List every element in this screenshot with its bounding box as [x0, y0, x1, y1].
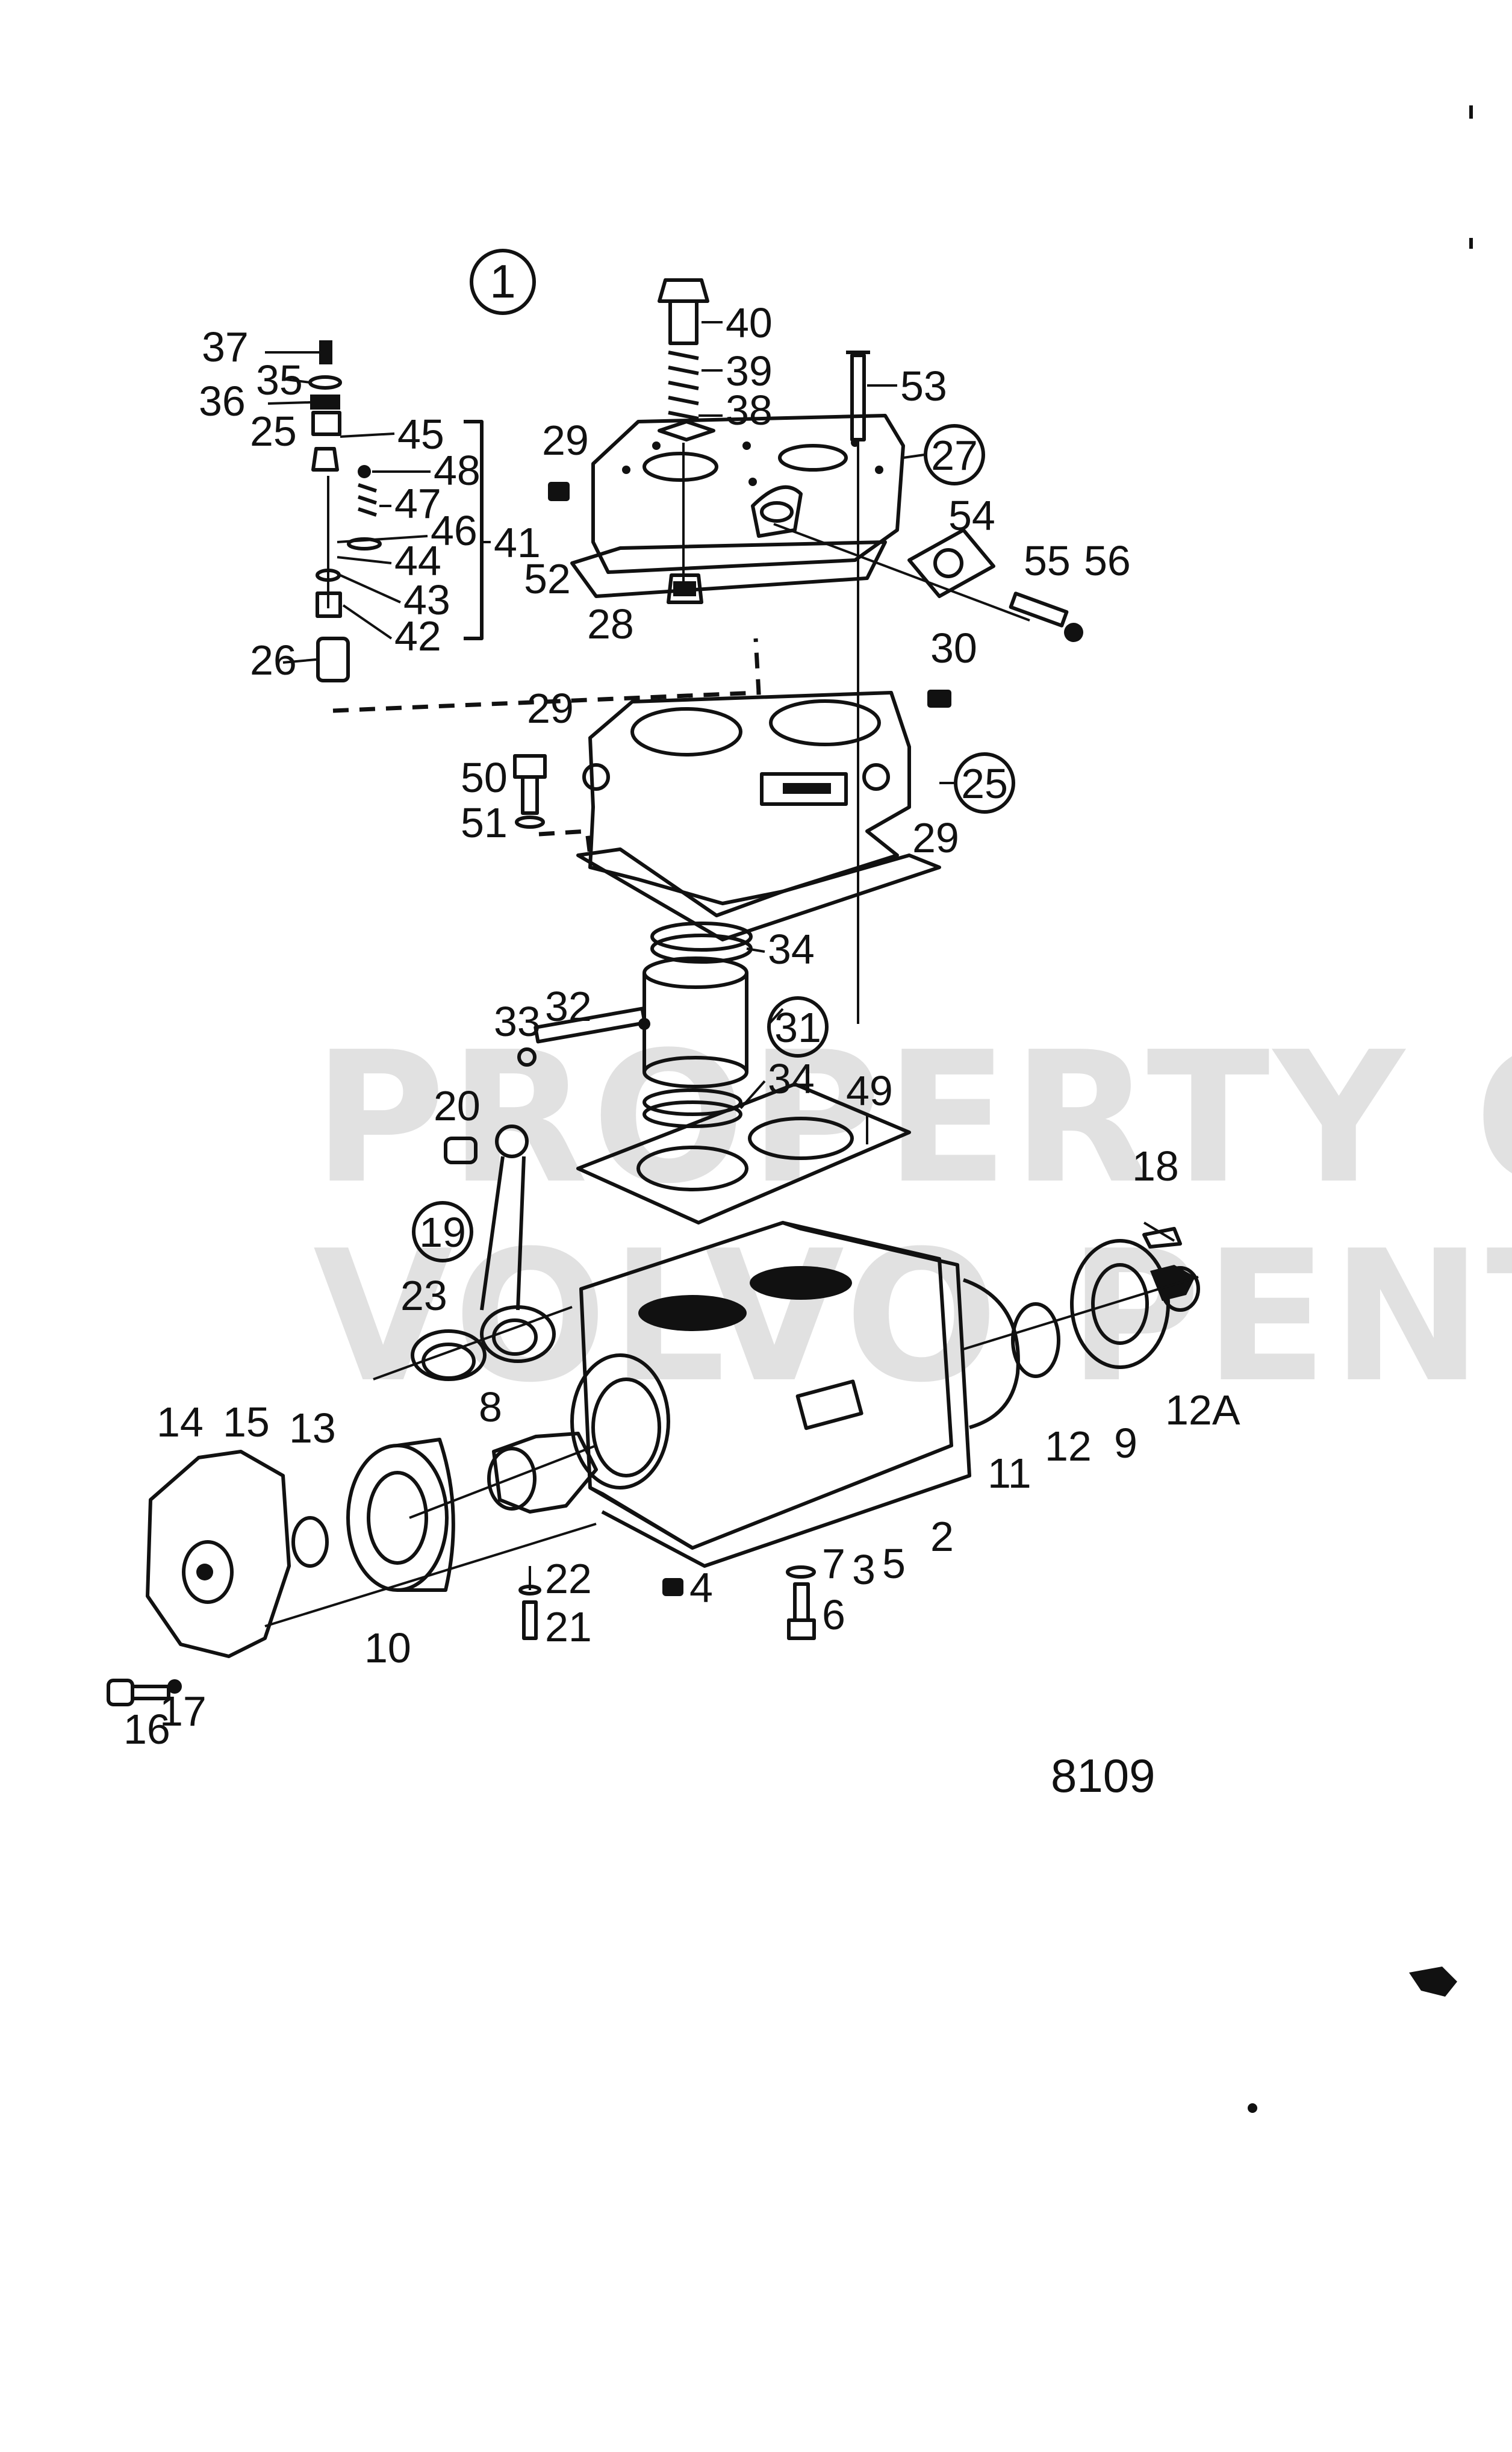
callout-11: 11 — [988, 1450, 1031, 1497]
watermark-line-1: PROPERTY OF — [313, 1013, 1512, 1223]
part-drawings — [107, 278, 1200, 1706]
crankshaft — [409, 1432, 598, 1519]
callout-41: 41 — [494, 519, 541, 566]
callout-38: 38 — [726, 387, 773, 434]
callout-12: 12 — [1045, 1423, 1092, 1470]
callout-labels: 40 39 38 53 27 29 37 35 36 25 45 48 47 4… — [123, 299, 1240, 1753]
callout-17: 17 — [160, 1688, 207, 1735]
callout-23: 23 — [400, 1272, 447, 1319]
callout-44: 44 — [394, 537, 441, 584]
bolt-6 — [786, 1565, 816, 1640]
callout-39: 39 — [726, 348, 773, 395]
base-gasket — [576, 1082, 911, 1224]
unloader-bolt — [658, 278, 715, 590]
drawing-number: 8109 — [1051, 1749, 1156, 1802]
callout-9: 9 — [1114, 1420, 1137, 1467]
callout-7: 7 — [822, 1540, 845, 1587]
callout-28: 28 — [587, 601, 634, 647]
callout-19-circle: 19 — [412, 1201, 473, 1262]
nut-28 — [667, 573, 703, 604]
callout-45: 45 — [397, 411, 444, 458]
callout-15: 15 — [223, 1399, 270, 1446]
end-cover — [146, 1450, 597, 1658]
callout-29-top: 29 — [542, 417, 589, 464]
o-ring-13 — [291, 1516, 329, 1568]
main-bearing-front — [346, 1438, 455, 1592]
callout-30: 30 — [930, 625, 977, 672]
callout-18: 18 — [1132, 1143, 1179, 1190]
callout-2: 2 — [930, 1513, 954, 1560]
callout-49: 49 — [846, 1067, 893, 1114]
callout-6: 6 — [822, 1591, 845, 1638]
callout-43: 43 — [403, 576, 450, 623]
callout-25-top: 25 — [250, 408, 297, 455]
callout-14: 14 — [157, 1399, 204, 1446]
callout-32: 32 — [545, 983, 592, 1030]
callout-50: 50 — [461, 754, 508, 801]
callout-37: 37 — [202, 323, 249, 370]
long-bolt-53 — [846, 351, 870, 1024]
callout-33: 33 — [494, 998, 541, 1045]
callout-34-top: 34 — [768, 926, 815, 973]
callout-27: 27 — [931, 432, 978, 479]
callout-53: 53 — [900, 363, 947, 410]
callout-47: 47 — [394, 480, 441, 527]
callout-22: 22 — [545, 1555, 592, 1602]
cylinder-block — [576, 690, 951, 941]
callout-12A: 12A — [1165, 1387, 1240, 1433]
watermark: PROPERTY OF VOLVO PENTA — [313, 1013, 1512, 1422]
callout-55: 55 — [1024, 537, 1071, 584]
callout-10: 10 — [364, 1624, 411, 1671]
callout-27-circle: 27 — [924, 424, 985, 485]
callout-13: 13 — [289, 1405, 336, 1452]
callout-29-mid: 29 — [527, 685, 574, 732]
callout-42: 42 — [394, 613, 441, 660]
rear-bearing-group — [963, 1227, 1200, 1429]
callout-3: 3 — [852, 1546, 876, 1593]
leader-lines — [265, 321, 1175, 1242]
callout-8: 8 — [479, 1384, 502, 1430]
watermark-line-2: VOLVO PENTA — [313, 1212, 1512, 1422]
callout-26: 26 — [250, 637, 297, 684]
nut-4 — [662, 1578, 683, 1596]
dashed-leader — [332, 638, 761, 713]
callout-52: 52 — [524, 555, 571, 602]
callout-54: 54 — [948, 492, 995, 539]
callout-31-circle: 31 — [767, 996, 829, 1058]
bolt-21 — [518, 1566, 541, 1640]
figure-marker-label: 1 — [490, 255, 515, 308]
flange-gasket — [773, 523, 1083, 642]
callout-31: 31 — [774, 1004, 821, 1051]
callout-51: 51 — [461, 799, 508, 846]
callout-19: 19 — [419, 1209, 466, 1256]
callout-25-circle: 25 — [954, 752, 1015, 814]
callout-48: 48 — [434, 447, 481, 494]
callout-25-block: 25 — [961, 760, 1008, 807]
callout-5: 5 — [882, 1540, 906, 1587]
bolt-16 — [107, 1679, 182, 1706]
callout-40: 40 — [726, 299, 773, 346]
scan-marks — [1248, 105, 1473, 2113]
callout-34-bottom: 34 — [768, 1055, 815, 1102]
crankcase — [570, 1221, 971, 1568]
cylinder-head — [570, 414, 905, 598]
plug-29-top — [548, 482, 570, 501]
callout-21: 21 — [545, 1603, 592, 1650]
callout-4: 4 — [689, 1564, 713, 1611]
bolt-50 — [513, 754, 593, 856]
figure-marker: 1 — [470, 249, 536, 315]
callout-36: 36 — [199, 378, 246, 425]
piston-pin — [517, 1006, 647, 1067]
callout-56: 56 — [1084, 537, 1131, 584]
callout-29-right: 29 — [912, 814, 959, 861]
callout-46: 46 — [431, 507, 478, 554]
callout-20: 20 — [434, 1082, 481, 1129]
connecting-rod — [373, 1125, 573, 1381]
callout-16: 16 — [123, 1706, 170, 1753]
